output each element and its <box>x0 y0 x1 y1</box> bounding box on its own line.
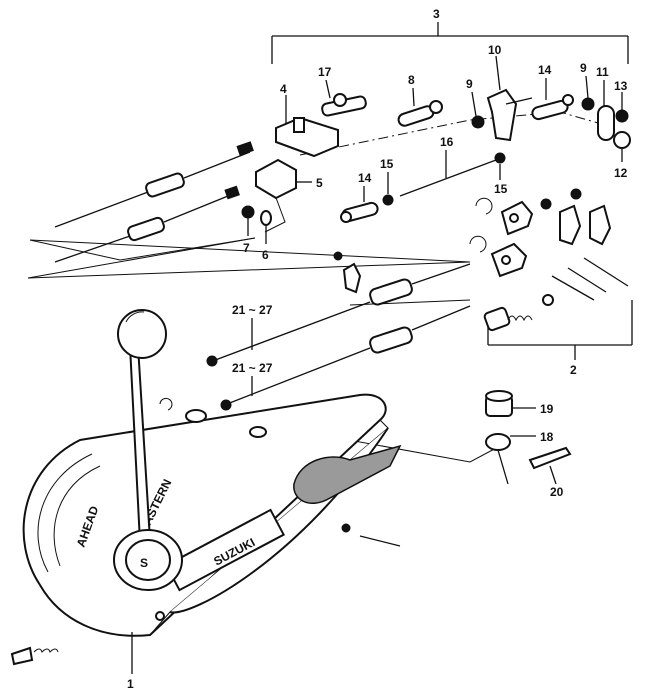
label-6: 6 <box>262 248 269 262</box>
cable-lower-a <box>206 263 471 367</box>
nut-part-15-right <box>494 152 506 180</box>
cap-part-19 <box>485 390 536 417</box>
label-20: 20 <box>550 485 564 499</box>
label-7: 7 <box>243 241 250 255</box>
label-11: 11 <box>596 65 609 79</box>
grommet-part-18 <box>485 433 536 485</box>
label-2: 2 <box>570 363 577 377</box>
label-15-left: 15 <box>380 157 394 171</box>
label-12: 12 <box>614 166 628 180</box>
bracket-2 <box>487 300 633 360</box>
lever-part-10 <box>486 55 533 142</box>
bolt-part-17 <box>321 79 367 117</box>
label-21-27-upper: 21 ~ 27 <box>232 303 273 317</box>
label-17: 17 <box>318 65 332 79</box>
housing-screws <box>155 397 207 621</box>
label-21-27-lower: 21 ~ 27 <box>232 361 273 375</box>
washer-part-13 <box>615 92 629 123</box>
label-18: 18 <box>540 430 554 444</box>
label-10: 10 <box>488 43 502 57</box>
link-part-11 <box>597 80 615 141</box>
bottom-bolt <box>10 646 59 666</box>
label-5: 5 <box>316 176 323 190</box>
label-13: 13 <box>614 79 628 93</box>
rod-end-part-14-right <box>531 78 574 121</box>
clip-part-5 <box>255 158 312 200</box>
label-15-right: 15 <box>494 182 508 196</box>
nut-part-15-left <box>382 172 394 206</box>
cable-upper-a <box>54 141 254 228</box>
label-14-right: 14 <box>538 63 552 77</box>
wire-part-20 <box>528 446 572 485</box>
label-16: 16 <box>440 135 454 149</box>
kit-2-parts <box>469 188 629 332</box>
washer-part-6 <box>260 210 272 244</box>
bracket-3 <box>271 22 629 64</box>
bolt-part-9-right <box>581 75 595 111</box>
hub-logo: S <box>140 556 148 570</box>
label-9-left: 9 <box>466 77 473 91</box>
label-4: 4 <box>280 82 287 96</box>
bracket-part-4 <box>275 95 339 158</box>
cable-clamp <box>333 251 362 294</box>
screw-part-7 <box>241 205 255 236</box>
rod-end-part-8 <box>397 87 443 127</box>
cable-lower-b <box>220 305 471 411</box>
label-8: 8 <box>408 73 415 87</box>
control-housing: SUZUKI AHEAD ASTERN <box>22 393 402 637</box>
rod-part-16 <box>399 150 497 197</box>
cable-upper-b <box>54 185 240 263</box>
label-9-right: 9 <box>580 61 587 75</box>
rod-end-part-14-left <box>340 186 379 223</box>
bolt-part-9-left <box>471 91 485 129</box>
label-19: 19 <box>540 402 554 416</box>
label-14-left: 14 <box>358 171 372 185</box>
label-1: 1 <box>127 677 134 691</box>
label-3: 3 <box>433 7 440 21</box>
assembly-line-top <box>299 111 606 156</box>
nut-part-12 <box>613 131 631 162</box>
lever-hub: S <box>113 529 183 591</box>
